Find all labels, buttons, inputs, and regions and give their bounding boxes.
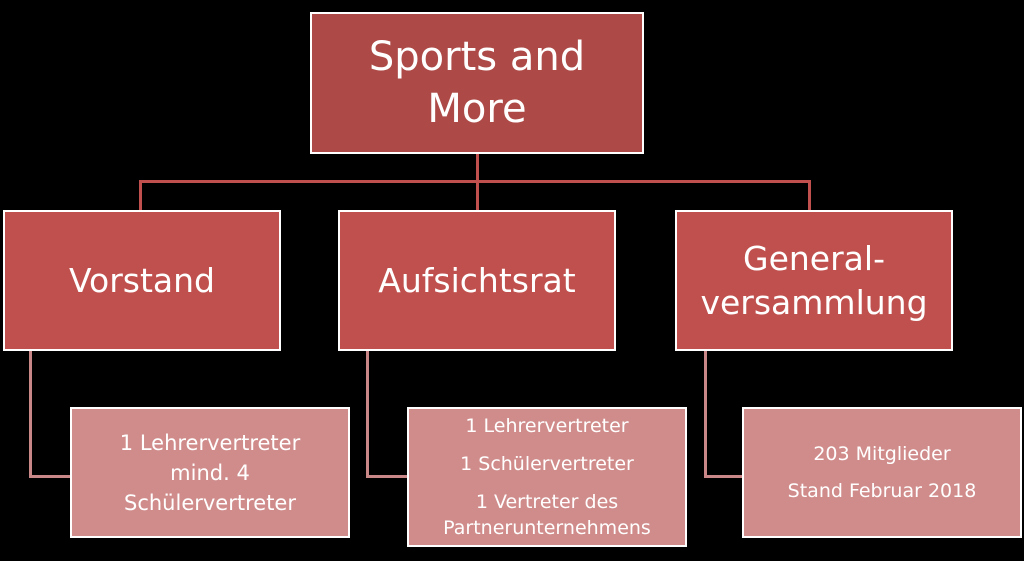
detail-line: 203 Mitglieder [813, 443, 951, 465]
node-title: versammlung [700, 282, 928, 322]
connector-root-down [476, 154, 479, 182]
connector-vorstand-detail-h [29, 475, 71, 478]
connector-aufsichtsrat-detail-v [366, 351, 369, 478]
node-vorstand: Vorstand [3, 210, 281, 351]
node-generalversammlung: General- versammlung [675, 210, 953, 351]
detail-line: Schülervertreter [124, 490, 296, 515]
root-label-line: More [427, 86, 527, 132]
connector-vorstand-detail-v [29, 351, 32, 478]
detail-line: Partnerunternehmens [443, 517, 651, 539]
connector-horizontal [139, 180, 811, 183]
root-node: Sports and More [310, 12, 644, 154]
connector-general-detail-h [704, 475, 744, 478]
detail-aufsichtsrat: 1 Lehrervertreter 1 Schülervertreter 1 V… [407, 407, 687, 547]
connector-generalversammlung [808, 180, 811, 211]
detail-line: 1 Vertreter des [475, 491, 619, 513]
connector-vorstand [139, 180, 142, 211]
connector-general-detail-v [704, 351, 707, 478]
detail-line: 1 Lehrervertreter [465, 415, 629, 437]
detail-vorstand: 1 Lehrervertreter mind. 4 Schülervertret… [70, 407, 350, 538]
detail-generalversammlung: 203 Mitglieder Stand Februar 2018 [742, 407, 1022, 538]
detail-line: 1 Lehrervertreter [119, 430, 301, 455]
node-title: Vorstand [69, 260, 215, 300]
detail-line: Stand Februar 2018 [787, 480, 977, 502]
detail-line: mind. 4 [170, 460, 250, 485]
detail-line: 1 Schülervertreter [460, 453, 634, 475]
connector-aufsichtsrat-detail-h [366, 475, 408, 478]
node-title: General- [743, 238, 885, 278]
node-title: Aufsichtsrat [378, 260, 576, 300]
node-aufsichtsrat: Aufsichtsrat [338, 210, 616, 351]
connector-aufsichtsrat [476, 180, 479, 211]
root-label-line: Sports and [368, 34, 586, 80]
